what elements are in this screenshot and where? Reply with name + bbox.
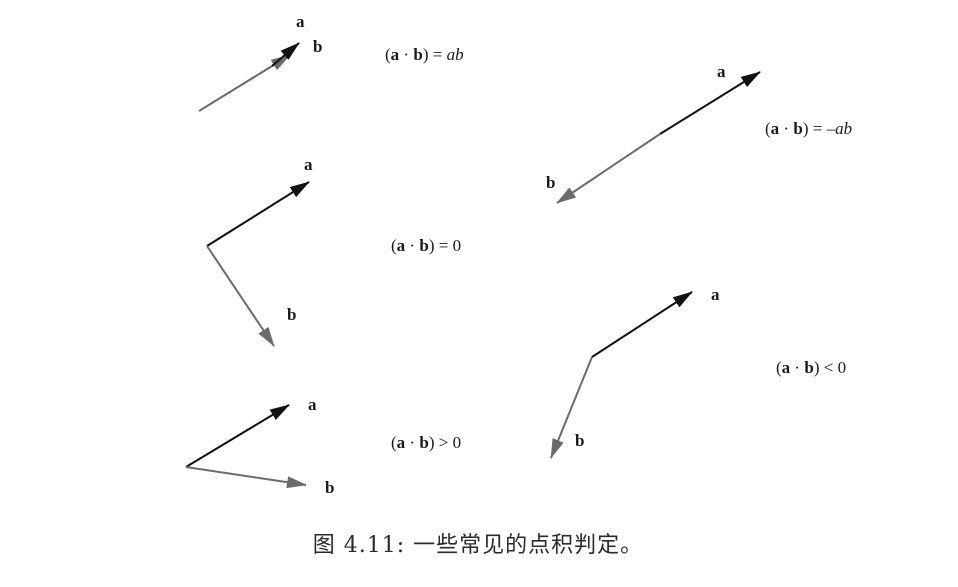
vector-a-label: a: [296, 12, 305, 31]
case-obtuse: a b (a · b) < 0: [550, 285, 846, 459]
vector-b-label: b: [325, 478, 334, 497]
vector-b-label: b: [313, 37, 322, 56]
figure-caption: 图 4.11: 一些常见的点积判定。: [313, 533, 643, 558]
vector-b-label: b: [546, 173, 555, 192]
case-opposite-direction: a b (a · b) = –ab: [546, 62, 852, 204]
case-acute: a b (a · b) > 0: [185, 395, 461, 497]
vector-b-label: b: [575, 431, 584, 450]
vector-a-label: a: [711, 285, 720, 304]
equation-perpendicular: (a · b) = 0: [391, 236, 461, 255]
equation-same-direction: (a · b) = ab: [385, 45, 464, 64]
vector-a-arrow: [591, 291, 693, 358]
vector-b-arrow: [206, 245, 275, 347]
vector-a-label: a: [304, 155, 313, 174]
equation-obtuse: (a · b) < 0: [776, 358, 846, 377]
vector-a-label: a: [308, 395, 317, 414]
vector-b-arrow: [550, 356, 593, 459]
vector-b-arrow: [185, 466, 307, 489]
vector-b-arrow: [556, 133, 661, 204]
case-same-direction: a b (a · b) = ab: [198, 12, 464, 112]
vector-a-arrow: [185, 404, 290, 468]
equation-acute: (a · b) > 0: [391, 433, 461, 452]
vector-b-label: b: [287, 305, 296, 324]
case-perpendicular: a b (a · b) = 0: [206, 155, 461, 347]
vector-a-arrow: [271, 42, 300, 67]
vector-a-arrow: [659, 71, 761, 135]
equation-opposite-direction: (a · b) = –ab: [765, 119, 852, 138]
vector-a-label: a: [717, 62, 726, 81]
vector-a-arrow: [206, 181, 310, 247]
